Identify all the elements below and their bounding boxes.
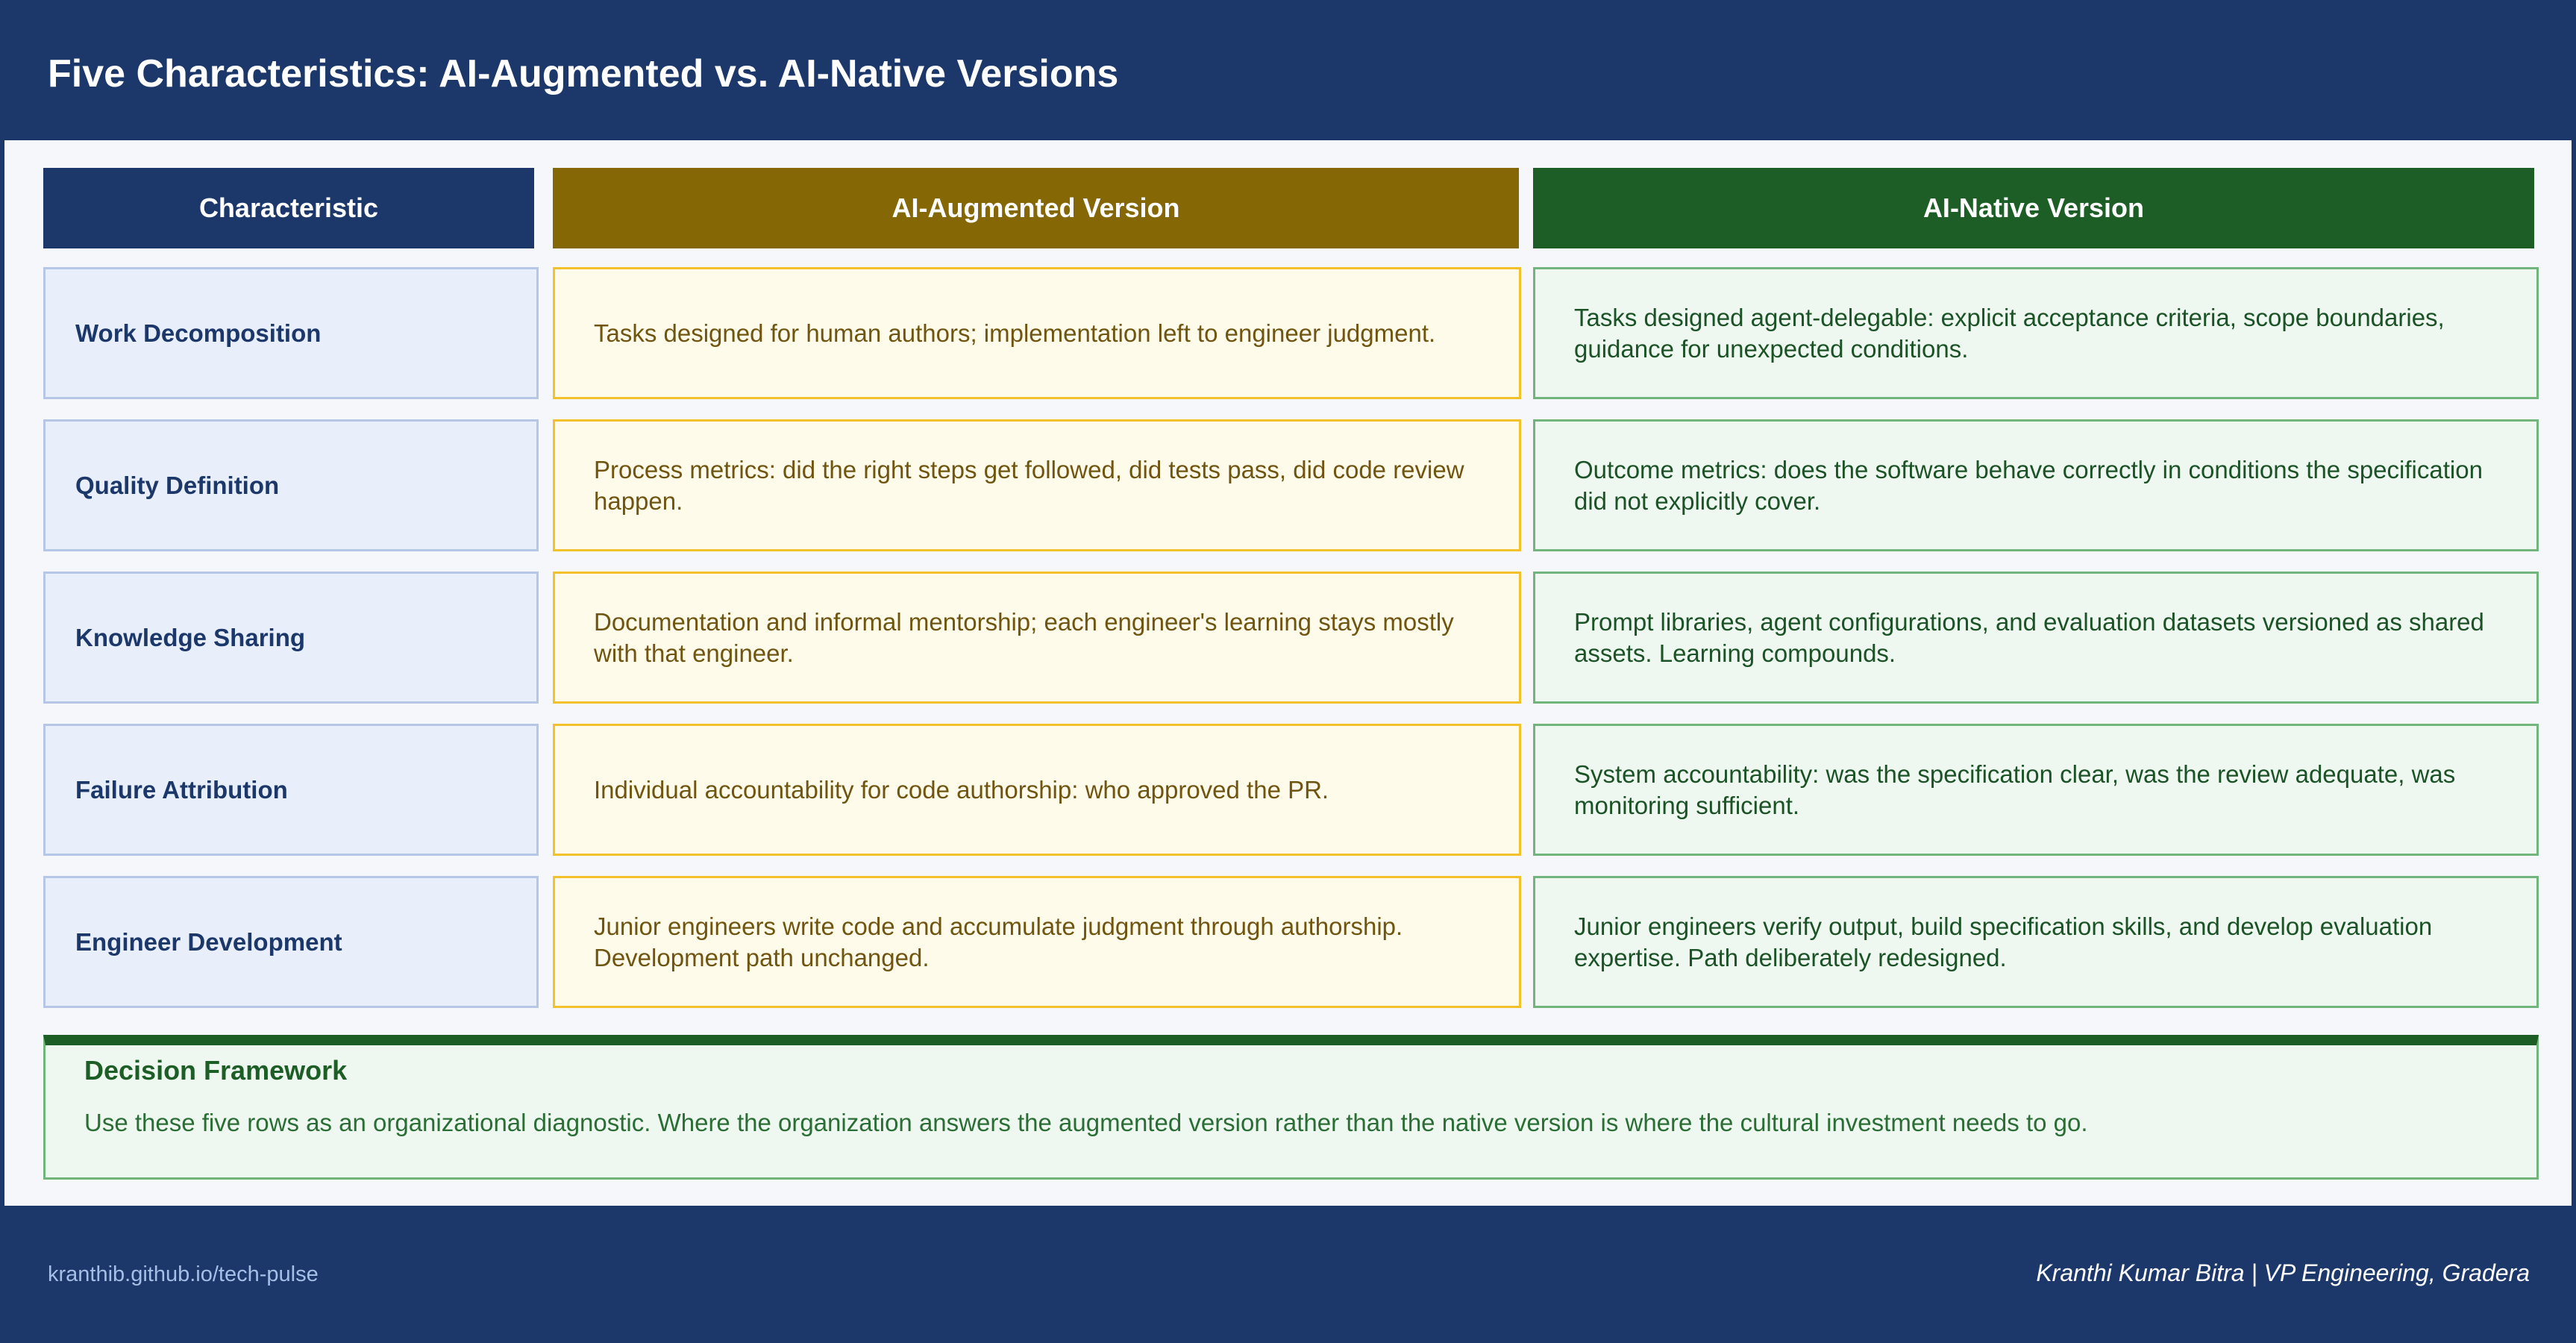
row-augmented-cell: Tasks designed for human authors; implem… [553, 267, 1521, 399]
row-native-cell: Outcome metrics: does the software behav… [1533, 419, 2539, 551]
footer-author: Kranthi Kumar Bitra | VP Engineering, Gr… [2036, 1259, 2530, 1286]
row-characteristic: Failure Attribution [43, 724, 539, 856]
row-characteristic: Engineer Development [43, 876, 539, 1008]
row-native-cell: System accountability: was the specifica… [1533, 724, 2539, 856]
page-title: Five Characteristics: AI-Augmented vs. A… [48, 52, 1119, 96]
row-characteristic: Work Decomposition [43, 267, 539, 399]
row-native-cell: Prompt libraries, agent configurations, … [1533, 572, 2539, 704]
decision-framework-text: Use these five rows as an organizational… [84, 1109, 2088, 1136]
decision-framework-title: Decision Framework [84, 1055, 348, 1086]
row-characteristic: Quality Definition [43, 419, 539, 551]
row-native-cell: Junior engineers verify output, build sp… [1533, 876, 2539, 1008]
row-characteristic: Knowledge Sharing [43, 572, 539, 704]
decision-framework-box: Decision Framework Use these five rows a… [43, 1035, 2539, 1180]
comparison-panel: Characteristic AI-Augmented Version AI-N… [4, 140, 2572, 1206]
row-augmented-cell: Process metrics: did the right steps get… [553, 419, 1521, 551]
header-bar: Five Characteristics: AI-Augmented vs. A… [0, 0, 2576, 140]
row-augmented-cell: Documentation and informal mentorship; e… [553, 572, 1521, 704]
native-column-header: AI-Native Version [1533, 168, 2534, 248]
row-augmented-cell: Junior engineers write code and accumula… [553, 876, 1521, 1008]
row-augmented-cell: Individual accountability for code autho… [553, 724, 1521, 856]
augmented-column-header: AI-Augmented Version [553, 168, 1519, 248]
row-native-cell: Tasks designed agent-delegable: explicit… [1533, 267, 2539, 399]
characteristic-column-header: Characteristic [43, 168, 534, 248]
footer-link[interactable]: kranthib.github.io/tech-pulse [48, 1262, 319, 1286]
